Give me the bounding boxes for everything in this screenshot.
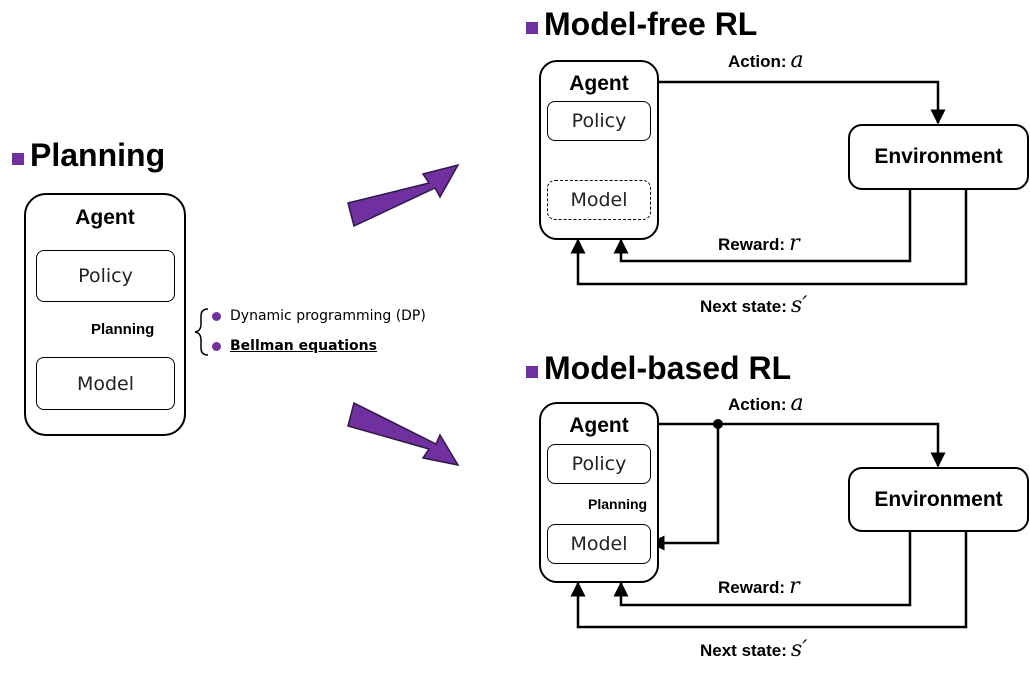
heading-bullet-icon <box>12 152 24 165</box>
mf-reward-line <box>613 190 912 263</box>
planning-model-box: Model <box>36 357 175 410</box>
planning-agent-label: Agent <box>75 206 135 229</box>
arrow-to-model-free <box>347 163 460 228</box>
mf-action-symbol: a <box>790 48 804 73</box>
mb-reward-label: Reward:r <box>718 574 800 599</box>
mb-environment-box: Environment <box>848 467 1029 532</box>
mf-next-state-label: Next state:s′ <box>700 293 807 318</box>
methods-brace <box>194 308 209 356</box>
method-item-label: Bellman equations <box>230 338 377 354</box>
mb-policy-box: Policy <box>547 444 651 484</box>
mb-reward-text: Reward: <box>718 578 786 597</box>
planning-policy-box: Policy <box>36 250 175 302</box>
bullet-dot-icon <box>212 311 221 321</box>
mf-reward-text: Reward: <box>718 235 786 254</box>
planning-heading: Planning <box>12 137 165 174</box>
mb-next-state-symbol: s′ <box>790 637 808 662</box>
mb-agent-label: Agent <box>569 414 629 437</box>
mf-next-state-text: Next state: <box>700 297 787 316</box>
mf-reward-label: Reward:r <box>718 231 800 256</box>
mb-next-state-text: Next state: <box>700 641 787 660</box>
mf-action-text: Action: <box>728 52 787 71</box>
mb-action-label: Action:a <box>728 391 804 416</box>
method-item: Dynamic programming (DP) <box>212 308 426 324</box>
mb-action-text: Action: <box>728 395 787 414</box>
model-free-heading: Model-free RL <box>526 6 757 43</box>
mb-action-line <box>658 422 946 468</box>
method-item-label: Dynamic programming (DP) <box>230 308 426 324</box>
mf-environment-box: Environment <box>848 124 1029 190</box>
planning-arrow-label: Planning <box>91 321 155 338</box>
model-based-title: Model-based RL <box>544 350 792 386</box>
mb-action-symbol: a <box>790 391 804 416</box>
method-item: Bellman equations <box>212 338 377 354</box>
mb-model-box: Model <box>547 524 651 564</box>
model-free-title: Model-free RL <box>544 6 758 42</box>
heading-bullet-icon <box>526 21 538 34</box>
mb-next-state-line <box>570 532 968 629</box>
heading-bullet-icon <box>526 365 538 378</box>
mb-planning-label: Planning <box>588 496 648 512</box>
mf-agent-label: Agent <box>569 72 629 95</box>
mb-next-state-label: Next state:s′ <box>700 637 807 662</box>
model-based-heading: Model-based RL <box>526 350 791 387</box>
arrow-to-model-based <box>347 401 460 467</box>
mb-model-feedback-line <box>649 424 720 551</box>
mf-policy-box: Policy <box>547 101 651 141</box>
mf-next-state-line <box>570 190 968 286</box>
mb-reward-line <box>613 532 912 607</box>
mf-next-state-symbol: s′ <box>790 293 808 318</box>
mf-reward-symbol: r <box>789 231 800 256</box>
mf-action-line <box>658 80 946 125</box>
bullet-dot-icon <box>212 341 221 351</box>
planning-title: Planning <box>30 137 166 173</box>
mf-action-label: Action:a <box>728 48 804 73</box>
mb-reward-symbol: r <box>789 574 800 599</box>
mf-model-box: Model <box>547 180 651 220</box>
